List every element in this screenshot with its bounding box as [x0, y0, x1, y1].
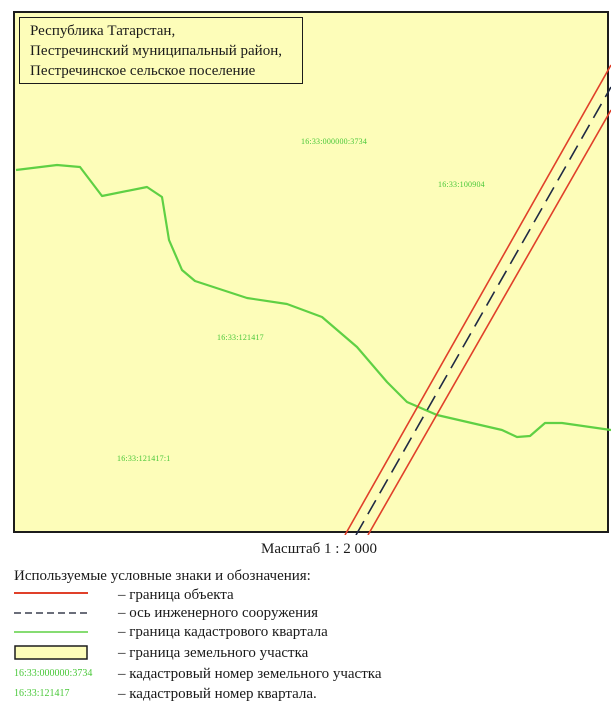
- yellow-rect-icon: [14, 645, 88, 660]
- map-drawing: [15, 64, 611, 535]
- map-frame: Республика Татарстан, Пестречинский муни…: [13, 11, 611, 535]
- dashed-line-icon: [14, 612, 88, 614]
- red-line-icon: [14, 592, 88, 594]
- legend-item-quarter-boundary: – граница кадастрового квартала: [14, 623, 614, 641]
- map-scale: Масштаб 1 : 2 000: [261, 541, 377, 557]
- legend-label: – граница кадастрового квартала: [118, 624, 328, 640]
- object-boundary-left: [344, 64, 611, 535]
- object-boundary-right: [367, 109, 611, 535]
- legend-label: – кадастровый номер квартала.: [118, 686, 317, 702]
- legend-item-parcel-boundary: – граница земельного участка: [14, 644, 614, 662]
- legend-item-axis: – ось инженерного сооружения: [14, 604, 614, 622]
- quarter-label-center: 16:33:121417: [217, 333, 264, 342]
- legend-title: Используемые условные знаки и обозначени…: [14, 568, 311, 584]
- legend-label: – граница земельного участка: [118, 645, 309, 661]
- legend-item-parcel-number: 16:33:000000:3734 – кадастровый номер зе…: [14, 665, 614, 683]
- legend-label: – кадастровый номер земельного участка: [118, 666, 382, 682]
- engineering-axis: [355, 86, 611, 535]
- inset-region: Республика Татарстан,: [30, 23, 176, 39]
- legend-item-object-boundary: – граница объекта: [14, 586, 614, 604]
- cadastral-quarter-boundary: [15, 163, 611, 439]
- inset-district: Пестречинский муниципальный район,: [30, 43, 282, 59]
- legend-label: – граница объекта: [118, 587, 234, 603]
- legend-label: – ось инженерного сооружения: [118, 605, 319, 621]
- green-line-icon: [14, 631, 88, 633]
- location-inset: Республика Татарстан, Пестречинский муни…: [19, 17, 303, 84]
- legend-item-quarter-number: 16:33:121417 – кадастровый номер квартал…: [14, 685, 614, 703]
- parcel-number-sample: 16:33:000000:3734: [14, 668, 93, 679]
- parcel-label-top: 16:33:000000:3734: [301, 137, 368, 146]
- parcel-label-bottom-left: 16:33:121417:1: [117, 454, 171, 463]
- quarter-number-sample: 16:33:121417: [14, 688, 70, 699]
- quarter-label-right: 16:33:100904: [438, 180, 485, 189]
- inset-settlement: Пестречинское сельское поселение: [30, 63, 256, 79]
